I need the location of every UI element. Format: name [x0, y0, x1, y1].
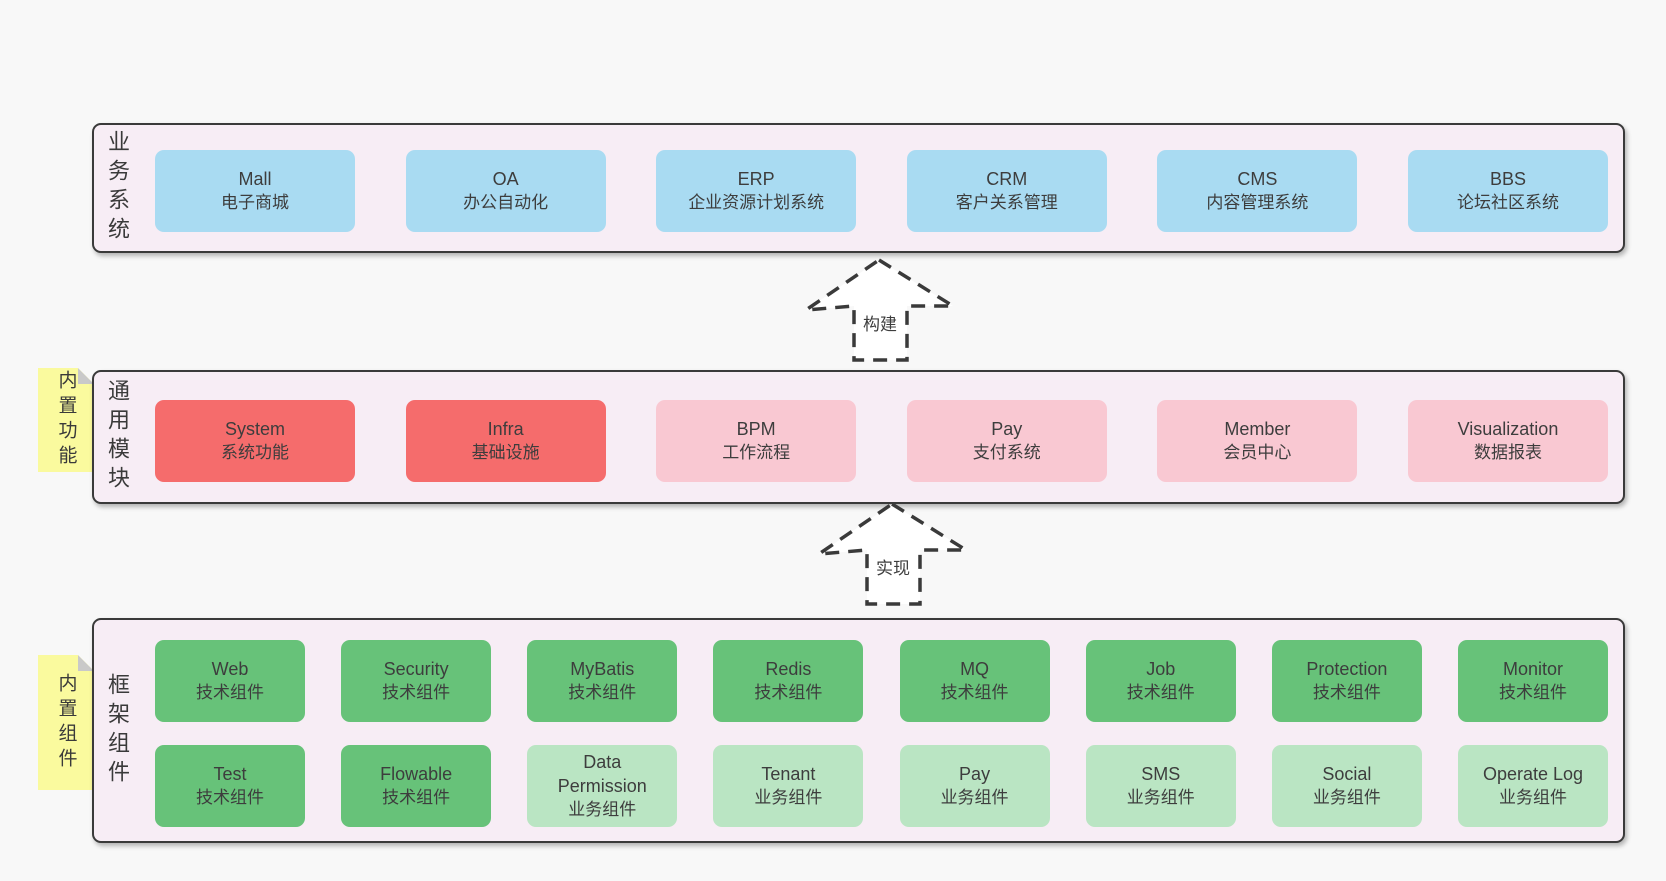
box-pay-component: Pay 业务组件 [899, 745, 1050, 827]
box-mq: MQ 技术组件 [899, 640, 1050, 722]
box-social: Social 业务组件 [1271, 745, 1422, 827]
band-business-label: 业务系统 [105, 130, 130, 246]
box-mall: Mall 电子商城 [155, 150, 355, 232]
build-arrow-icon: 构建 [799, 257, 960, 362]
band-components-label: 框架组件 [105, 672, 130, 789]
box-protection: Protection 技术组件 [1271, 640, 1422, 722]
implement-arrow-icon: 实现 [812, 501, 973, 606]
box-job: Job 技术组件 [1085, 640, 1236, 722]
box-tenant: Tenant 业务组件 [713, 745, 864, 827]
box-oa: OA 办公自动化 [405, 150, 606, 232]
sticky-built-in-components: 内置组件 [38, 655, 94, 790]
band-common-modules: 通用模块 System 系统功能 Infra 基础设施 BPM 工作流程 Pay… [92, 370, 1625, 504]
sticky-built-in-functions: 内置功能 [38, 368, 94, 472]
box-system: System 系统功能 [155, 400, 355, 482]
box-test: Test 技术组件 [155, 745, 305, 827]
band-business-row: Mall 电子商城 OA 办公自动化 ERP 企业资源计划系统 CRM 客户关系… [155, 150, 1608, 232]
box-web: Web 技术组件 [155, 640, 305, 722]
implement-arrow-label: 实现 [876, 559, 910, 578]
box-flowable: Flowable 技术组件 [341, 745, 492, 827]
band-business-systems: 业务系统 Mall 电子商城 OA 办公自动化 ERP 企业资源计划系统 CRM… [92, 123, 1625, 253]
box-bbs: BBS 论坛社区系统 [1407, 150, 1608, 232]
box-member: Member 会员中心 [1157, 400, 1358, 482]
box-sms: SMS 业务组件 [1085, 745, 1236, 827]
box-mybatis: MyBatis 技术组件 [527, 640, 678, 722]
band-components-row-2: Test 技术组件 Flowable 技术组件 Data Permission … [155, 745, 1608, 827]
box-pay-system: Pay 支付系统 [906, 400, 1107, 482]
box-data-permission: Data Permission 业务组件 [527, 745, 678, 827]
band-modules-label: 通用模块 [105, 379, 130, 495]
box-security: Security 技术组件 [341, 640, 492, 722]
box-crm: CRM 客户关系管理 [906, 150, 1107, 232]
band-modules-row: System 系统功能 Infra 基础设施 BPM 工作流程 Pay 支付系统… [155, 400, 1608, 482]
band-framework-components: 框架组件 Web 技术组件 Security 技术组件 MyBatis 技术组件… [92, 618, 1625, 843]
build-arrow-label: 构建 [863, 315, 897, 334]
box-erp: ERP 企业资源计划系统 [656, 150, 857, 232]
box-monitor: Monitor 技术组件 [1457, 640, 1608, 722]
box-cms: CMS 内容管理系统 [1157, 150, 1358, 232]
band-components-row-1: Web 技术组件 Security 技术组件 MyBatis 技术组件 Redi… [155, 640, 1608, 722]
box-redis: Redis 技术组件 [713, 640, 864, 722]
box-infra: Infra 基础设施 [405, 400, 606, 482]
box-visualization: Visualization 数据报表 [1407, 400, 1608, 482]
box-bpm: BPM 工作流程 [656, 400, 857, 482]
box-operate-log: Operate Log 业务组件 [1457, 745, 1608, 827]
